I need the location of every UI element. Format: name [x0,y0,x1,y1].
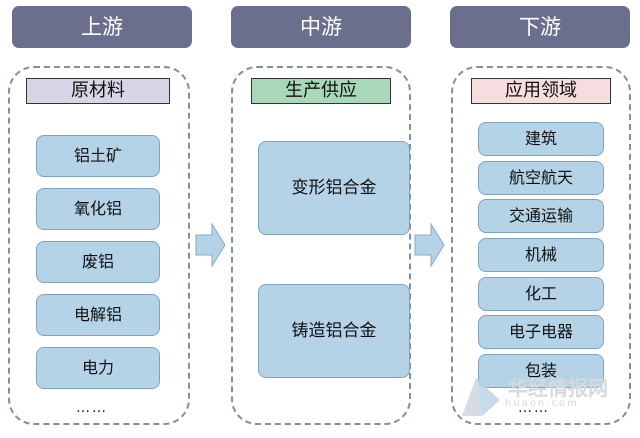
watermark-name: 华经情报网 [508,376,608,400]
item-electrolytic-aluminum: 电解铝 [36,294,160,336]
midstream-panel [231,66,411,425]
item-construction: 建筑 [478,122,604,156]
downstream-header: 下游 [450,6,630,48]
item-scrap-aluminum: 废铝 [36,241,160,283]
midstream-header: 中游 [231,6,411,48]
item-electricity: 电力 [36,347,160,389]
downstream-panel [451,66,631,425]
upstream-ellipsis: …… [76,400,108,416]
item-chemical: 化工 [478,277,604,311]
upstream-panel [8,66,190,425]
downstream-ellipsis: …… [518,400,550,416]
item-packaging: 包装 [478,354,604,388]
watermark-url: huaon.com [505,398,579,409]
upstream-header: 上游 [12,6,192,48]
item-machinery: 机械 [478,238,604,272]
item-wrought-aluminum-alloy: 变形铝合金 [258,141,410,235]
production-supply-title: 生产供应 [251,78,391,104]
item-aerospace: 航空航天 [478,161,604,195]
watermark-logo-icon [462,378,500,416]
item-alumina: 氧化铝 [36,188,160,230]
item-transportation: 交通运输 [478,199,604,233]
application-fields-title: 应用领域 [471,78,611,104]
flow-arrow-icon [414,222,445,268]
item-cast-aluminum-alloy: 铸造铝合金 [258,284,410,378]
flow-arrow-icon [195,222,226,268]
raw-materials-title: 原材料 [26,78,170,104]
item-electronics: 电子电器 [478,315,604,349]
item-bauxite: 铝土矿 [36,135,160,177]
